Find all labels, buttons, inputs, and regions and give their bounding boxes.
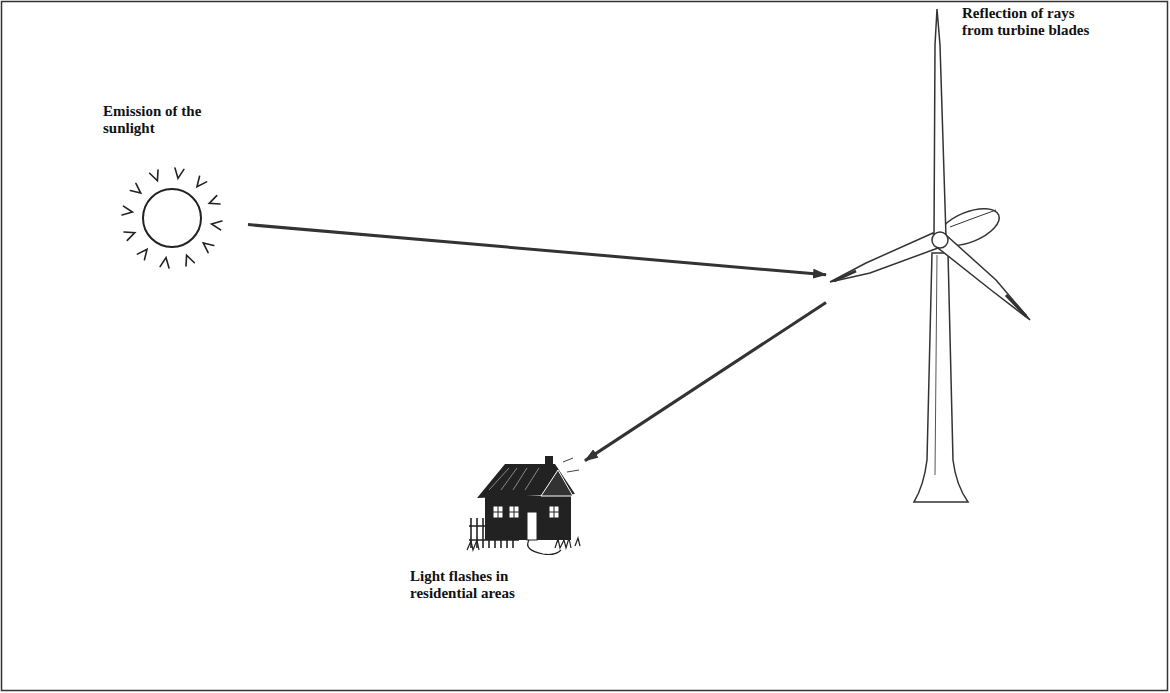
fence-post [512, 518, 514, 548]
fence-post [488, 518, 490, 548]
sun-ray [124, 232, 135, 240]
arrow-connector [585, 302, 826, 460]
house-window [493, 506, 503, 518]
sun-ray [150, 170, 158, 181]
nacelle-line [950, 210, 996, 227]
turbine-blade [934, 9, 946, 237]
garden-path [528, 540, 561, 555]
sun-ray [212, 221, 222, 230]
fence-post [506, 518, 508, 548]
window-bars [493, 506, 503, 518]
turbine-illustration [826, 5, 1098, 505]
fence-post [482, 518, 484, 548]
fence-rails [469, 526, 519, 540]
window-bars [549, 506, 559, 518]
sun-ray [175, 168, 184, 178]
sun-symbol [122, 168, 222, 268]
sun-ray [186, 255, 194, 266]
grass [467, 538, 580, 550]
node-label: Emission of the sunlight [103, 103, 243, 138]
flash-strokes [563, 458, 579, 472]
house-node: Light flashes in residential areas [405, 450, 585, 625]
house-roof [477, 464, 575, 498]
node-label: Reflection of rays from turbine blades [962, 5, 1094, 40]
house-window [509, 506, 519, 518]
node-label: Light flashes in residential areas [410, 568, 560, 603]
arrow-connector [248, 225, 826, 275]
sun-ray [137, 249, 147, 259]
sun-ray [203, 243, 213, 253]
window-bars [509, 506, 519, 518]
turbine-node: Reflection of rays from turbine blades [826, 5, 1098, 505]
house-icon [467, 456, 580, 555]
house-wall [485, 496, 571, 540]
roof-lines [489, 468, 539, 490]
tower-line [935, 255, 937, 475]
turbine-tower [914, 253, 968, 502]
fence-post [494, 518, 496, 548]
house-door [527, 512, 537, 540]
sun-node: Emission of the sunlight [98, 100, 248, 275]
sun-ray [197, 176, 207, 186]
turbine-hub [932, 232, 948, 248]
fence-post [500, 518, 502, 548]
sun-ray [160, 258, 169, 268]
house-window [549, 506, 559, 518]
house-gable [541, 470, 573, 496]
sun-disc [143, 189, 201, 247]
blade-shade [834, 271, 1026, 316]
sun-ray [122, 206, 132, 215]
sun-ray [209, 196, 220, 204]
sun-ray [130, 183, 140, 193]
wind-turbine [830, 9, 1030, 502]
